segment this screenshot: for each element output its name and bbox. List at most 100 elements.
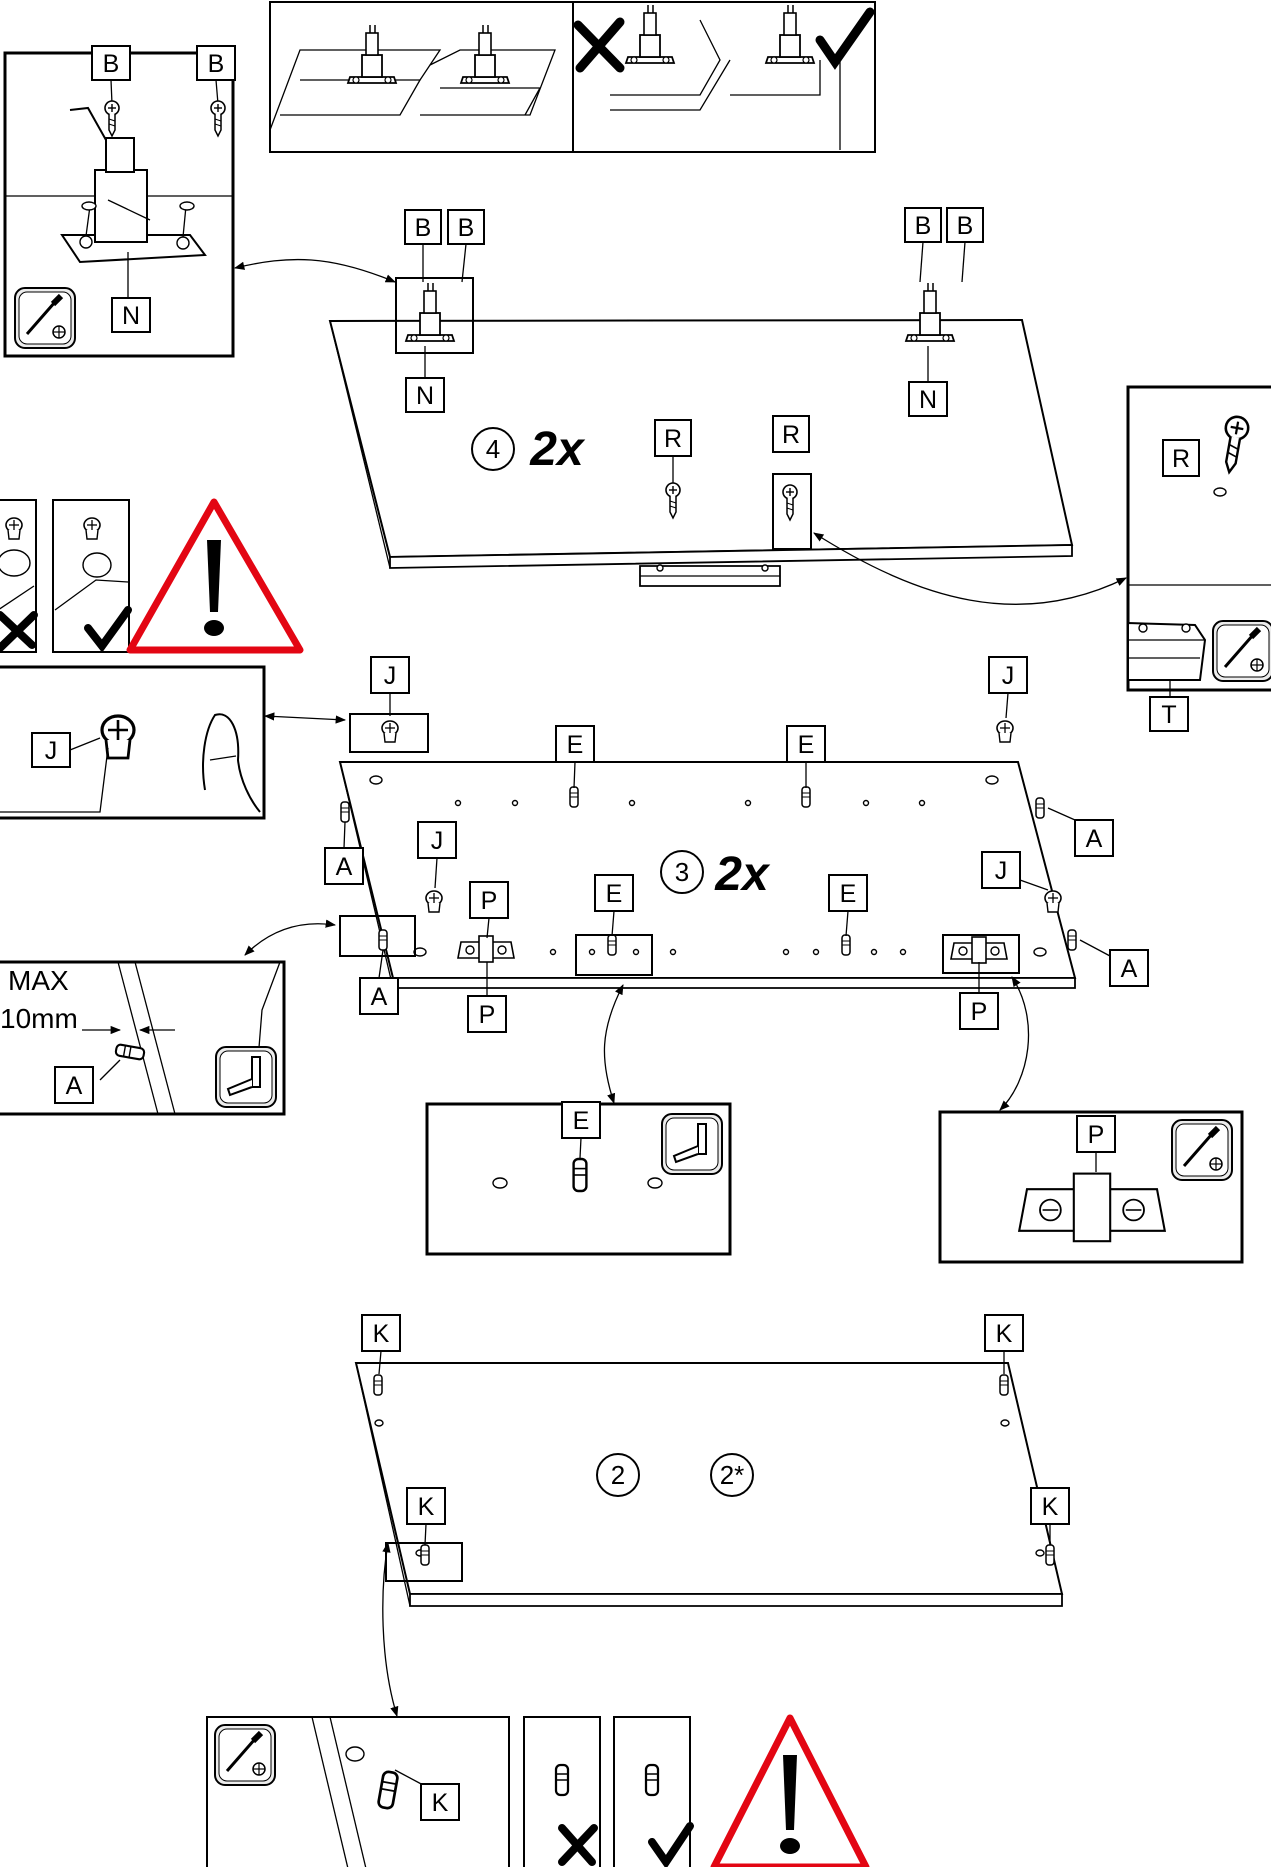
shelf-pin-orientation-panel [523,1716,694,1867]
screwdriver-icon [15,288,75,348]
part-label-box [1074,819,1114,857]
part-label-box [359,977,399,1015]
shelf-pin-detail-panel: K [206,1716,510,1867]
part-label-box [1149,696,1189,732]
part-r-label: R [1172,445,1190,473]
check-mark-icon [815,7,875,70]
screwdriver-icon [1213,621,1271,681]
dowel-icon [378,929,388,951]
shelf-pin-icon [999,1374,1009,1396]
hex-key-icon [215,1046,277,1108]
part-e-label: E [798,731,815,759]
part-label-box [404,209,442,245]
part-a-label: A [1121,955,1138,983]
shelf-pin-icon [644,1763,660,1797]
part-j-label: J [1002,662,1015,690]
cross-mark-icon [0,611,38,652]
part-label-box [324,847,364,885]
part-label-box [772,415,810,453]
screwdriver-icon [1172,1120,1232,1180]
part-label-box [469,881,509,919]
part-label-box [984,1314,1024,1352]
shelf-pin-icon [1045,1544,1055,1566]
part-k-label: K [418,1493,435,1521]
screw-icon [210,100,226,137]
cam-lock-icon [996,720,1014,743]
step-3-board: E E E E J J J J A [324,656,1149,1033]
max-value: 10mm [0,1003,78,1034]
callout-arrow [263,712,347,724]
step-number-circle [660,850,704,894]
cam-lock-icon [381,720,399,743]
part-label-box [1109,949,1149,987]
hinge-icon [460,24,510,84]
mounting-plate-icon [1017,1172,1167,1243]
part-a-label: A [336,853,353,881]
part-label-box [908,381,948,417]
cam-lock-icon [1044,890,1062,913]
part-label-box [420,1783,460,1821]
part-b-label: B [415,214,432,242]
part-k-label: K [996,1320,1013,1348]
part-t-label: T [1161,701,1176,729]
part-j-label: J [45,737,58,765]
shelf-pin-icon [373,1374,383,1396]
part-a-label: A [66,1072,83,1100]
cam-lock-icon [100,714,136,760]
step-2-variant: 2* [720,1460,745,1490]
cam-orientation-panel [0,499,132,653]
part-n-label: N [122,302,140,330]
step-4-board: B B B B N N R R 4 2x [328,207,1074,587]
hinge-icon [765,4,815,64]
max-label: MAX [8,965,69,996]
detail-focus-box [339,915,416,957]
hole-row [369,775,1047,957]
part-label-box [1076,1115,1116,1153]
part-label-box [405,377,445,413]
part-b-label: B [208,50,225,78]
part-k-label: K [432,1789,449,1817]
hinge-orientation-panel [269,1,876,153]
step-2-board: K K K K 2 2* [354,1314,1070,1607]
plate-detail-panel: P [938,1110,1244,1264]
part-n-label: N [416,382,434,410]
part-b-label: B [957,212,974,240]
handle-rail [639,564,781,587]
pin-detail-panel: E [425,1101,732,1256]
part-label-box [654,419,692,457]
cam-lock-icon [5,517,23,540]
part-p-label: P [1088,1121,1105,1149]
part-e-label: E [567,731,584,759]
shelf-pin-icon [420,1544,430,1566]
hinge-icon [60,106,207,264]
part-label-box [196,45,236,81]
step-4-number: 4 [486,434,500,464]
callout-arrow [233,258,396,283]
hex-key-icon [661,1113,723,1175]
warning-triangle-icon [126,498,304,654]
callout-arrow [603,984,624,1104]
part-p-label: P [481,887,498,915]
part-label-box [417,821,457,859]
part-e-label: E [573,1107,590,1135]
part-j-label: J [384,662,397,690]
step-3-multiplier: 2x [714,848,771,901]
mounting-plate-icon [950,936,1008,964]
cross-mark-icon [558,1824,598,1866]
step-number-circle [596,1453,640,1497]
warning-triangle-icon [710,1714,870,1867]
part-b-label: B [915,212,932,240]
detail-focus-box [575,934,653,976]
part-j-label: J [995,857,1008,885]
part-label-box [988,656,1028,694]
part-b-label: B [458,214,475,242]
check-mark-icon [84,606,132,653]
detail-focus-box [942,934,1020,974]
detail-focus-box [395,277,474,354]
part-label-box [111,297,151,333]
hinge-detail-panel: B B N [3,45,236,358]
dowel-depth-panel: MAX 10mm A [0,960,286,1116]
part-p-label: P [479,1001,496,1029]
callout-arrow [244,919,337,956]
